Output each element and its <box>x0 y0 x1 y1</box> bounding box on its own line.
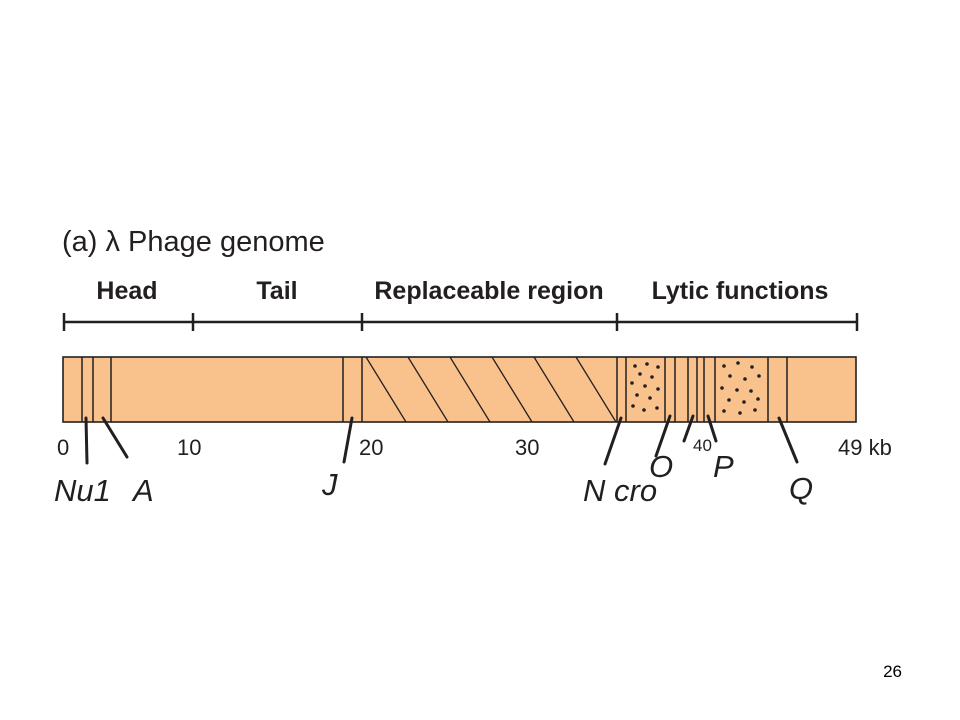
gene-pointer-cro <box>654 414 672 458</box>
replaceable-hatching <box>365 357 617 422</box>
gene-pointer-o <box>682 414 695 443</box>
stipple-segment-p <box>720 361 761 415</box>
region-label-head: Head <box>96 277 157 305</box>
stipple-segment-cro <box>630 362 660 412</box>
gene-label-p: P <box>713 449 734 484</box>
page-number: 26 <box>883 662 902 681</box>
region-label-tail: Tail <box>256 277 297 305</box>
gene-label-nu1: Nu1 <box>54 473 111 508</box>
gene-label-cro: cro <box>614 473 657 508</box>
region-label-lytic: Lytic functions <box>652 277 829 305</box>
axis-tick-label: 20 <box>359 435 383 460</box>
axis-tick-label: 40 <box>693 436 712 455</box>
gene-pointers <box>84 414 799 466</box>
gene-pointer-a <box>101 416 129 459</box>
axis-tick-label: 30 <box>515 435 539 460</box>
gene-pointer-n <box>603 416 623 466</box>
gene-pointer-q <box>777 416 799 464</box>
diagram-title: (a) λ Phage genome <box>62 226 325 258</box>
region-label-replaceable: Replaceable region <box>374 277 603 305</box>
gene-label-a: A <box>131 473 154 508</box>
axis-tick-label: 0 <box>57 435 69 460</box>
axis-tick-label: 10 <box>177 435 201 460</box>
gene-pointer-p <box>706 414 718 443</box>
gene-label-j: J <box>321 467 338 502</box>
gene-label-o: O <box>649 449 673 484</box>
gene-label-q: Q <box>789 471 813 506</box>
gene-boundaries <box>81 357 788 422</box>
gene-pointer-j <box>342 416 354 464</box>
gene-pointer-nu1 <box>84 416 89 465</box>
axis-end-label: 49 kb <box>838 435 892 460</box>
gene-label-n: N <box>583 473 606 508</box>
region-bracket <box>62 313 859 331</box>
